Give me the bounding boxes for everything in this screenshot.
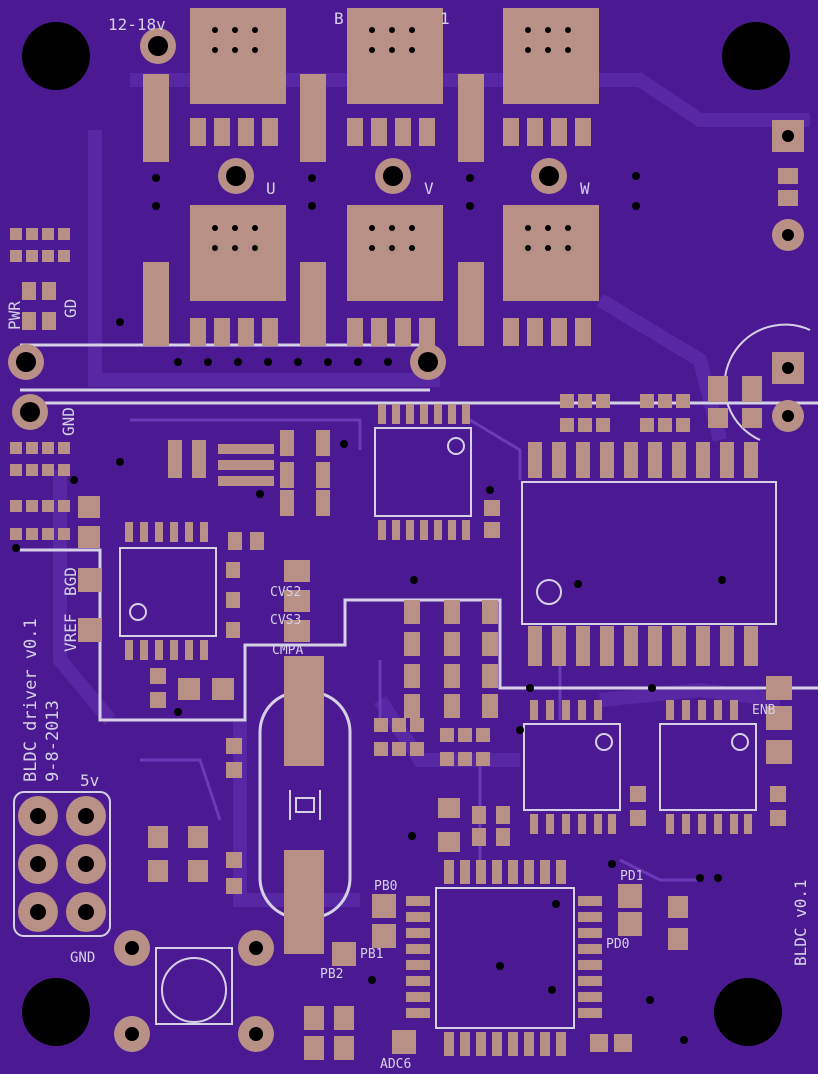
middle-components <box>119 427 777 1029</box>
label-cvs2: CVS2 <box>270 585 301 600</box>
label-power-input: 12-18v <box>108 15 166 34</box>
phase-holes <box>8 28 567 430</box>
ic-pins <box>125 404 758 1056</box>
label-bgd: BGD <box>61 567 80 596</box>
label-five-v: 5v <box>80 771 99 790</box>
label-top-title-tail: 1 <box>440 9 450 28</box>
mounting-holes <box>22 22 790 1046</box>
left-smd-array <box>10 228 102 642</box>
label-phase-v: V <box>424 179 434 198</box>
crystal-symbol <box>289 790 321 820</box>
label-gd: GD <box>61 299 80 318</box>
label-board-name: BLDC driver v0.1 <box>21 618 41 782</box>
label-cvs3: CVS3 <box>270 613 301 628</box>
label-pd1: PD1 <box>620 869 643 884</box>
label-cmpa: CMPA <box>272 643 303 658</box>
label-bldc-right: BLDC v0.1 <box>791 879 810 966</box>
label-phase-w: W <box>580 179 590 198</box>
silk-text: 12-18v B 1 U V W PWR GD GND BGD VREF BLD… <box>5 9 810 1072</box>
reset-button <box>114 930 274 1052</box>
right-connector <box>723 120 811 441</box>
isp-header <box>13 791 111 937</box>
diodes <box>143 74 484 346</box>
label-top-title: B <box>334 9 344 28</box>
label-phase-u: U <box>266 179 276 198</box>
label-vref: VREF <box>61 613 80 652</box>
mosfet-row-bottom <box>190 205 599 346</box>
label-pd0: PD0 <box>606 937 629 952</box>
label-board-date: 9-8-2013 <box>43 700 63 782</box>
label-pb1: PB1 <box>360 947 383 962</box>
label-pb0: PB0 <box>374 879 397 894</box>
label-adc6: ADC6 <box>380 1057 411 1072</box>
label-enb: ENB <box>752 703 776 718</box>
smd-parts <box>148 376 792 1060</box>
mosfet-vias <box>212 27 571 251</box>
vias <box>12 172 726 1044</box>
mosfet-row-top <box>190 8 599 146</box>
label-gnd-bottom: GND <box>70 950 95 966</box>
label-pwr: PWR <box>5 301 24 330</box>
label-pb2: PB2 <box>320 967 343 982</box>
label-gnd-left: GND <box>59 407 78 436</box>
